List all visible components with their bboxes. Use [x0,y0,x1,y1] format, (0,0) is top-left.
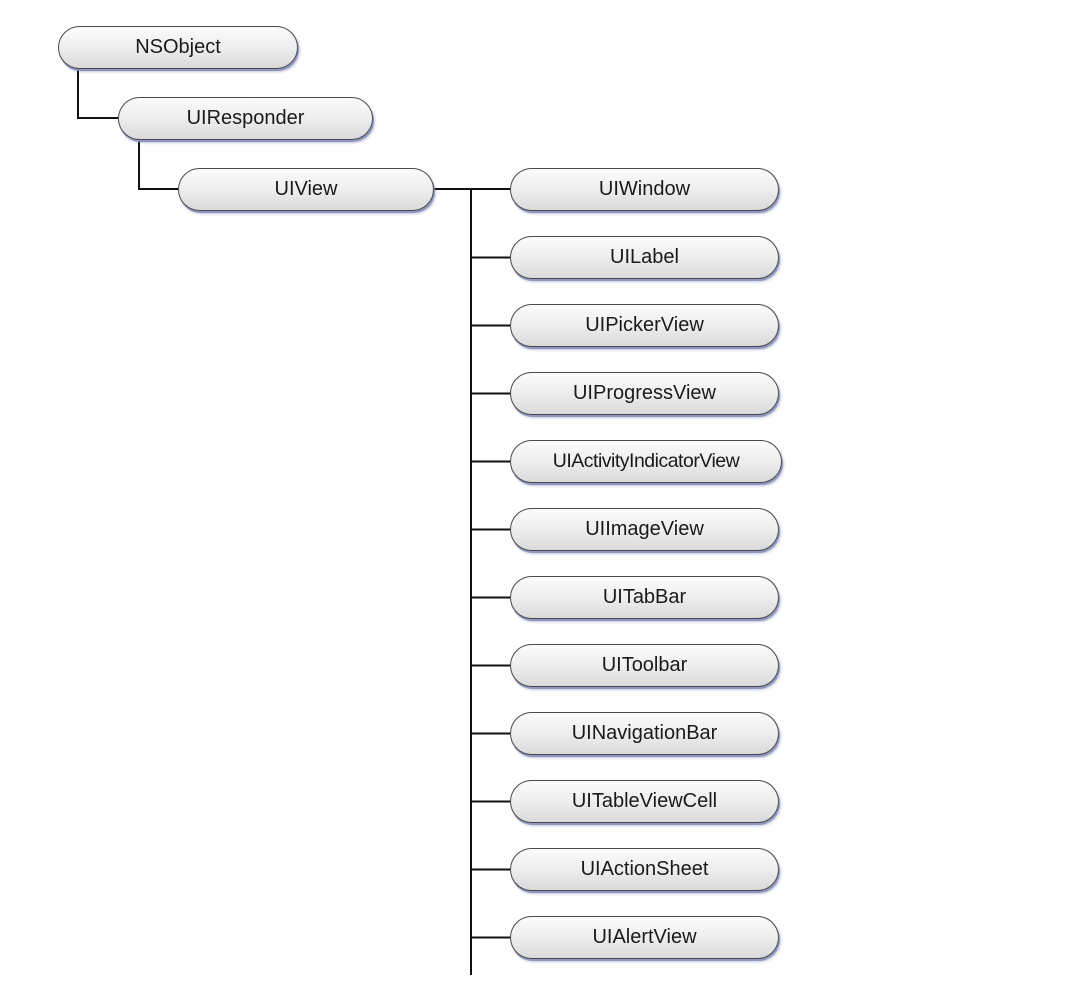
node-uiactivityindicatorview: UIActivityIndicatorView [510,440,782,483]
node-uiview: UIView [178,168,434,211]
node-uiwindow: UIWindow [510,168,779,211]
node-nsobject: NSObject [58,26,298,69]
connector-uiresponder-uiview [138,139,179,190]
node-uitoolbar: UIToolbar [510,644,779,687]
node-uinavigationbar: UINavigationBar [510,712,779,755]
node-uitableviewcell: UITableViewCell [510,780,779,823]
node-uiresponder: UIResponder [118,97,373,140]
node-uipickerview: UIPickerView [510,304,779,347]
connector-nsobject-uiresponder [77,68,119,119]
node-uiimageview: UIImageView [510,508,779,551]
node-uialertview: UIAlertView [510,916,779,959]
node-uilabel: UILabel [510,236,779,279]
node-uiprogressview: UIProgressView [510,372,779,415]
node-uiactionsheet: UIActionSheet [510,848,779,891]
node-uitabbar: UITabBar [510,576,779,619]
